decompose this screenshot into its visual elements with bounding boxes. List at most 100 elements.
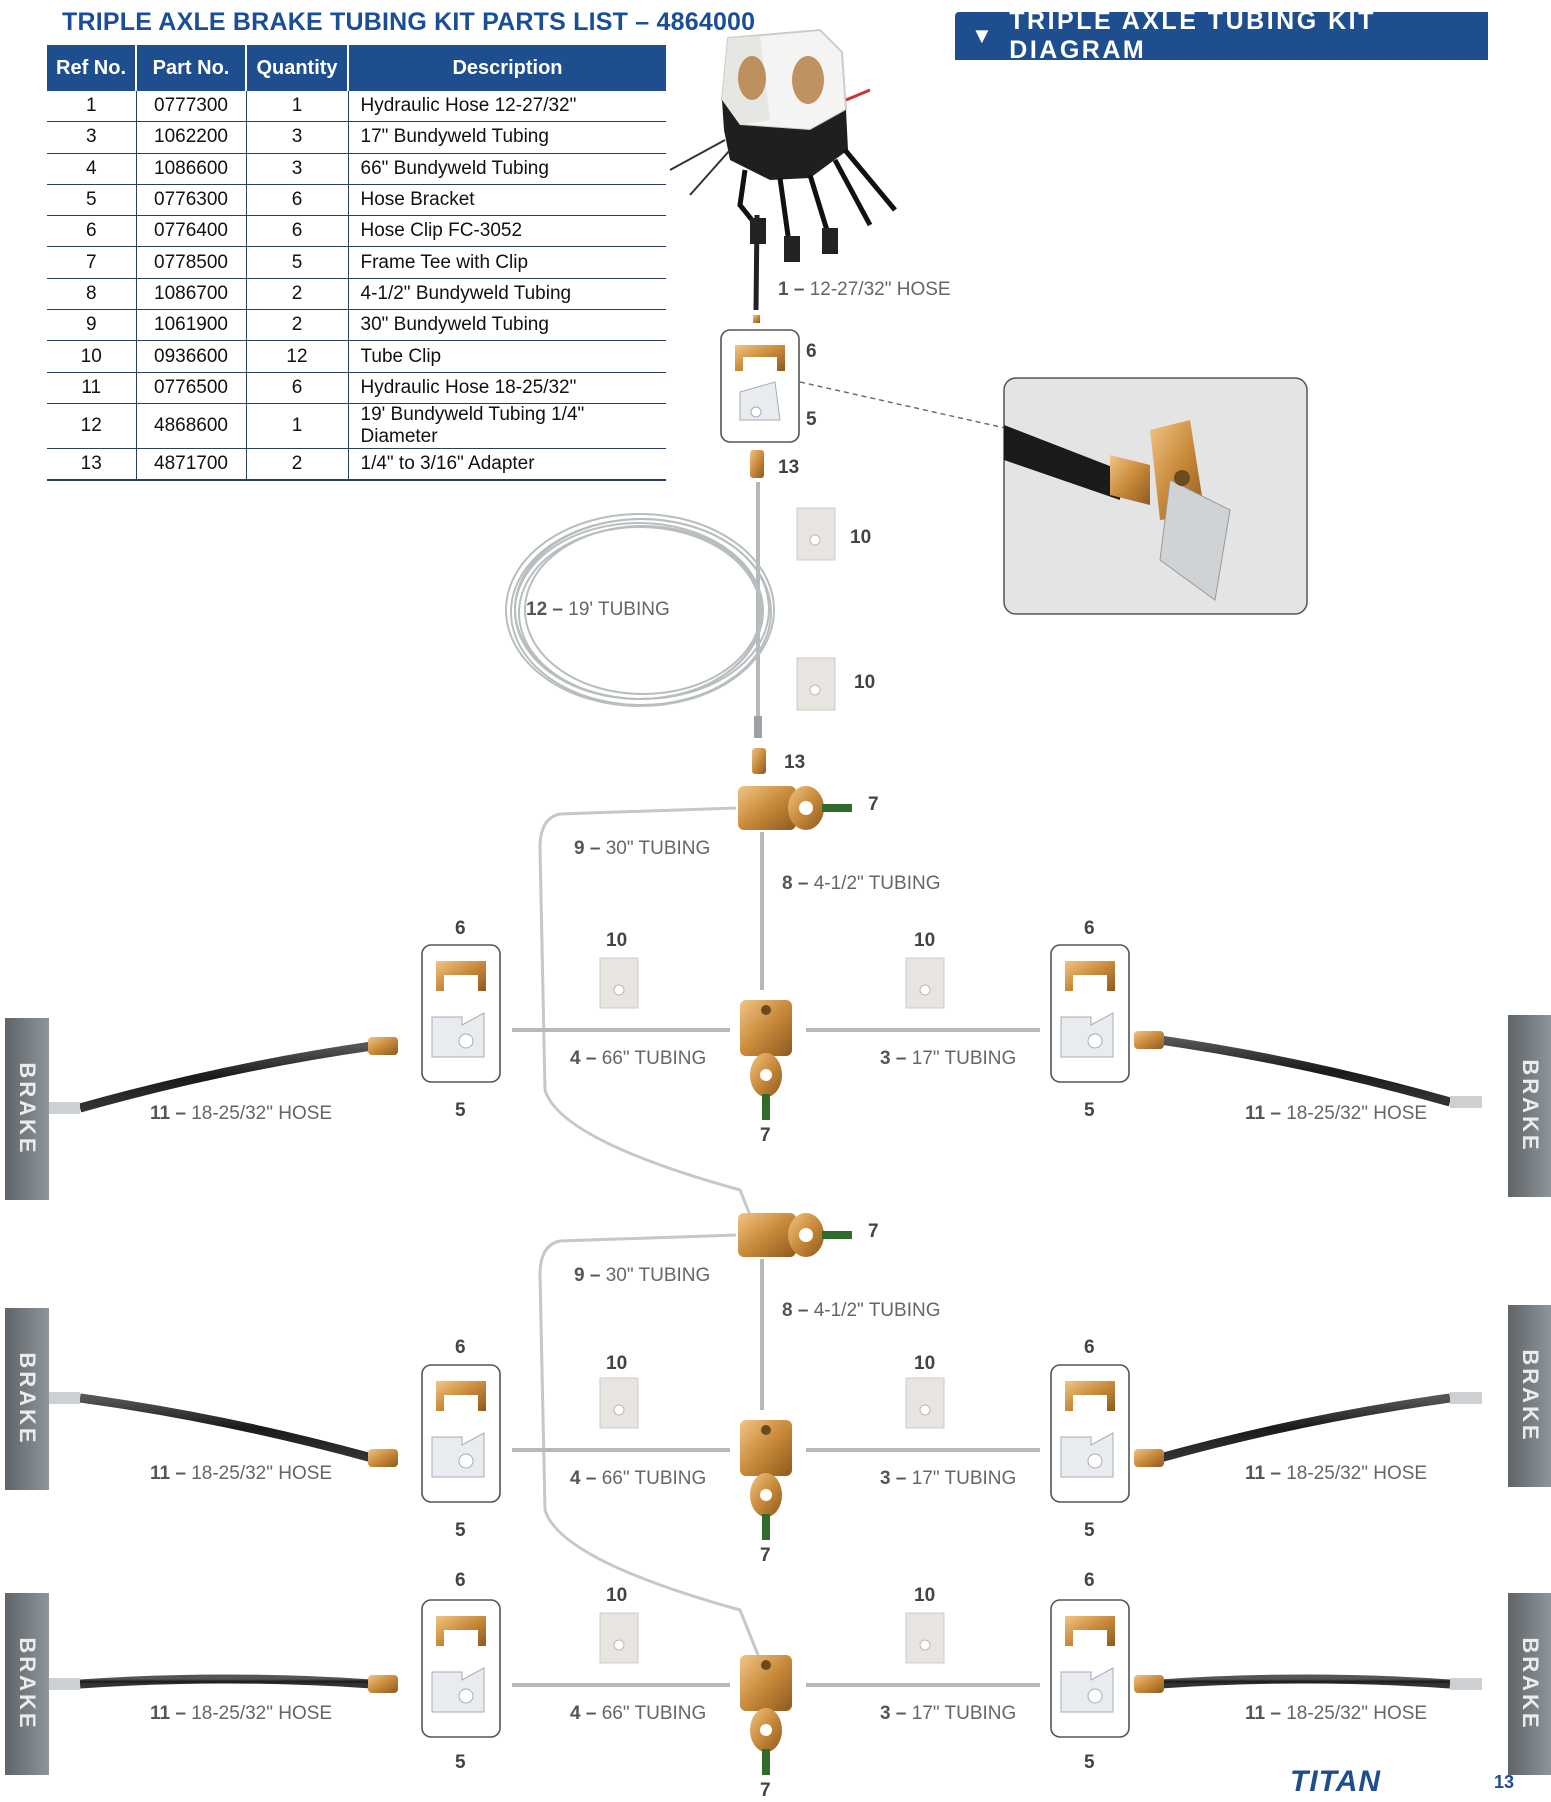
- brake-actuator-image: [669, 28, 897, 262]
- cell-description: Frame Tee with Clip: [348, 246, 666, 279]
- frame-tee-7-lower-3: [740, 1655, 792, 1711]
- hose-11-right-1: [1159, 1035, 1452, 1107]
- frame-tee-7-upper-1: [738, 786, 796, 830]
- ref-7-upper-2: 7: [868, 1221, 879, 1242]
- callout-hose-1: 1 – 12-27/32" HOSE: [778, 279, 951, 300]
- parts-list-title: TRIPLE AXLE BRAKE TUBING KIT PARTS LIST …: [62, 8, 756, 36]
- cell-description: Hydraulic Hose 12-27/32": [348, 91, 666, 123]
- cell-part-no: 0776300: [136, 184, 247, 217]
- frame-tee-7-lower-1: [740, 1000, 792, 1056]
- ref-6-left-3: 6: [455, 1570, 466, 1591]
- cell-quantity: 2: [246, 309, 349, 342]
- ref-5-right-2: 5: [1084, 1520, 1095, 1541]
- inset-hose-bracket-photo: [1003, 377, 1308, 615]
- frame-tee-7-upper-2: [738, 1213, 796, 1257]
- tube-clip-10-b: [796, 657, 836, 711]
- cell-ref-no: 12: [47, 403, 137, 449]
- ref-6-left-2: 6: [455, 1337, 466, 1358]
- ref-10-top-a: 10: [850, 527, 872, 548]
- ref-6-right-3: 6: [1084, 1570, 1095, 1591]
- callout-tubing-3-1: 3 – 17" TUBING: [880, 1048, 1017, 1069]
- ref-6-left-1: 6: [455, 918, 466, 939]
- cell-part-no: 0776500: [136, 372, 247, 404]
- cell-part-no: 0776400: [136, 215, 247, 248]
- callout-hose-11-right-3: 11 – 18-25/32" HOSE: [1245, 1703, 1428, 1724]
- cell-quantity: 12: [246, 340, 349, 373]
- callout-hose-11-left-1: 11 – 18-25/32" HOSE: [150, 1103, 333, 1124]
- cell-quantity: 2: [246, 448, 349, 482]
- ref-7-lower-2: 7: [760, 1545, 771, 1566]
- cell-quantity: 5: [246, 246, 349, 279]
- cell-quantity: 2: [246, 278, 349, 311]
- callout-tubing-8-2: 8 – 4-1/2" TUBING: [782, 1300, 941, 1321]
- cell-part-no: 1086700: [136, 278, 247, 311]
- ref-10-left-2: 10: [606, 1353, 628, 1374]
- ref-7-upper-1: 7: [868, 794, 879, 815]
- cell-part-no: 1062200: [136, 121, 247, 154]
- cell-quantity: 6: [246, 215, 349, 248]
- cell-description: 66" Bundyweld Tubing: [348, 153, 666, 185]
- ref-5-left-1: 5: [455, 1100, 466, 1121]
- ref-13-top: 13: [778, 457, 800, 478]
- brake-tab-right-2: BRAKE: [1508, 1305, 1551, 1487]
- ref-6-top: 6: [806, 341, 817, 362]
- cell-part-no: 0777300: [136, 91, 247, 123]
- cell-description: 4-1/2" Bundyweld Tubing: [348, 278, 666, 311]
- ref-7-lower-1: 7: [760, 1125, 771, 1146]
- cell-part-no: 1061900: [136, 309, 247, 342]
- hose-11-left-1: [78, 1041, 373, 1113]
- cell-ref-no: 1: [47, 91, 137, 123]
- cell-description: 19' Bundyweld Tubing 1/4" Diameter: [348, 403, 666, 449]
- cell-quantity: 6: [246, 372, 349, 404]
- cell-ref-no: 5: [47, 184, 137, 217]
- cell-ref-no: 4: [47, 153, 137, 185]
- cell-ref-no: 6: [47, 215, 137, 248]
- cell-part-no: 4868600: [136, 403, 247, 449]
- cell-part-no: 0778500: [136, 246, 247, 279]
- callout-tubing-8-1: 8 – 4-1/2" TUBING: [782, 873, 941, 894]
- brake-tab-right-1: BRAKE: [1508, 1015, 1551, 1197]
- table-header-row: Ref No. Part No. Quantity Description: [47, 45, 666, 91]
- ref-7-lower-3: 7: [760, 1780, 771, 1801]
- callout-tubing-3-2: 3 – 17" TUBING: [880, 1468, 1017, 1489]
- cell-quantity: 1: [246, 403, 349, 449]
- hose-1: [753, 214, 760, 311]
- cell-ref-no: 9: [47, 309, 137, 342]
- tube-clip-10-a: [796, 507, 836, 561]
- callout-tubing-3-3: 3 – 17" TUBING: [880, 1703, 1017, 1724]
- cell-part-no: 4871700: [136, 448, 247, 482]
- ref-5-right-1: 5: [1084, 1100, 1095, 1121]
- callout-tubing-9-2: 9 – 30" TUBING: [574, 1265, 711, 1286]
- callout-hose-11-left-2: 11 – 18-25/32" HOSE: [150, 1463, 333, 1484]
- tube-clip-10-3-l: [599, 1612, 639, 1664]
- triangle-down-icon: ▼: [971, 23, 996, 48]
- ref-10-right-2: 10: [914, 1353, 936, 1374]
- callout-tubing-4-3: 4 – 66" TUBING: [570, 1703, 707, 1724]
- brake-tab-left-1: BRAKE: [5, 1018, 49, 1200]
- ref-5-left-3: 5: [455, 1752, 466, 1773]
- top-clip-bracket-group: [720, 329, 800, 443]
- tube-clip-10-3-r: [905, 1612, 945, 1664]
- callout-hose-11-right-1: 11 – 18-25/32" HOSE: [1245, 1103, 1428, 1124]
- adapter-13-bottom: [752, 748, 766, 774]
- hose-11-right-3: [1159, 1674, 1451, 1689]
- hose-11-right-2: [1158, 1393, 1451, 1463]
- adapter-13-top: [750, 450, 764, 478]
- ref-6-right-1: 6: [1084, 918, 1095, 939]
- coil-19ft-tubing: [505, 513, 775, 707]
- cell-description: Hose Bracket: [348, 184, 666, 217]
- ref-10-right-3: 10: [914, 1585, 936, 1606]
- cell-quantity: 1: [246, 91, 349, 123]
- cell-ref-no: 11: [47, 372, 137, 404]
